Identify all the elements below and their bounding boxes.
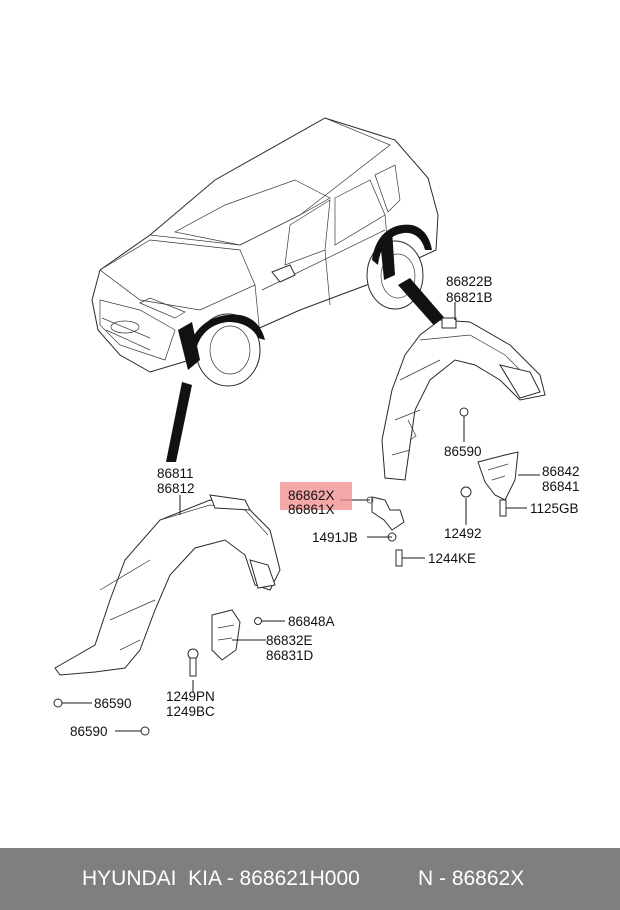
label-1125gb: 1125GB — [530, 501, 579, 516]
label-1491jb: 1491JB — [312, 530, 358, 545]
part-labels: 86822B 86821B 86590 86842 86841 12492 11… — [70, 274, 580, 739]
label-12492: 12492 — [444, 526, 482, 541]
rear-liner-leader — [398, 278, 448, 330]
parts-diagram: 86822B 86821B 86590 86842 86841 12492 11… — [53, 117, 580, 739]
label-86811: 86811 — [157, 466, 194, 481]
label-86821b: 86821B — [446, 290, 493, 305]
fasteners — [53, 407, 507, 736]
car-illustration — [91, 117, 439, 387]
label-86841: 86841 — [542, 479, 580, 494]
label-86590-b: 86590 — [70, 724, 108, 739]
leader-lines — [62, 302, 540, 732]
footer-brand-part-number: HYUNDAI KIA - 868621H000 — [82, 867, 360, 890]
label-86812: 86812 — [157, 481, 195, 496]
label-86861x: 86861X — [288, 502, 335, 517]
bracket-86862x — [366, 496, 405, 531]
label-1249pn: 1249PN — [166, 689, 215, 704]
label-86848a: 86848A — [288, 614, 335, 629]
label-86842: 86842 — [542, 464, 580, 479]
footer-reference-code: N - 86862X — [418, 867, 525, 890]
rear-mud-guard — [477, 451, 519, 501]
label-86822b: 86822B — [446, 274, 493, 289]
label-86590-rear: 86590 — [444, 444, 482, 459]
front-wheel-guard — [54, 494, 281, 676]
label-86590-a: 86590 — [94, 696, 132, 711]
label-86862x: 86862X — [288, 488, 335, 503]
front-liner-leader — [166, 382, 192, 462]
highlight-box — [280, 482, 352, 510]
label-1249bc: 1249BC — [166, 704, 215, 719]
footer-bar: HYUNDAI KIA - 868621H000 N - 86862X — [0, 848, 620, 910]
rear-wheel-guard — [381, 317, 546, 481]
label-86831d: 86831D — [266, 648, 314, 663]
label-1244ke: 1244KE — [428, 551, 476, 566]
front-mud-guard — [211, 609, 241, 661]
label-86832e: 86832E — [266, 633, 313, 648]
